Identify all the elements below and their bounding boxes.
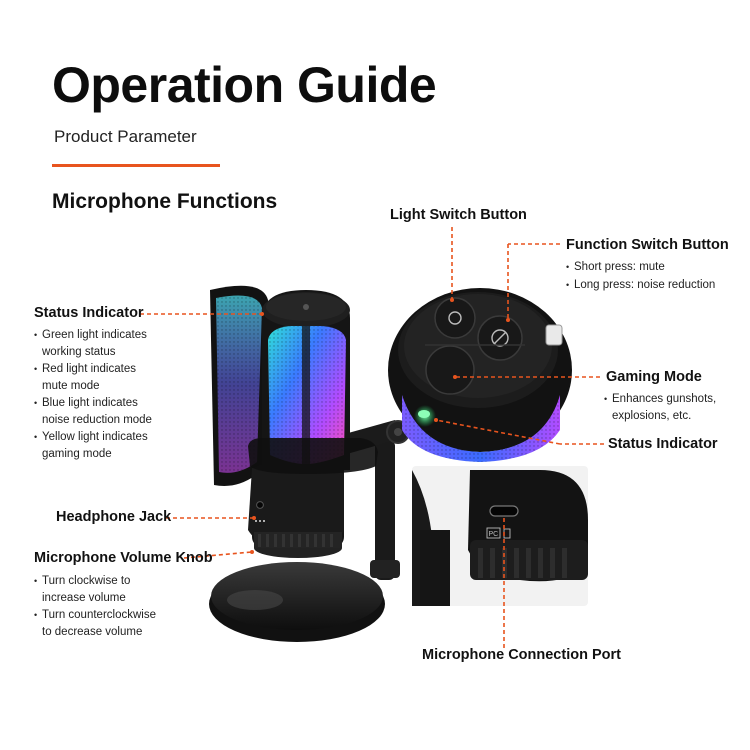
list-item: Long press: noise reduction [566,277,746,294]
leader-lines [140,227,604,648]
usb-c-port-icon [489,505,519,517]
section-title: Microphone Functions [52,190,278,213]
leader-dots [250,298,510,554]
port-closeup: PC [412,466,588,606]
function-switch-bullets: Short press: mute Long press: noise redu… [566,259,746,294]
pc-port-label: PC [489,531,499,538]
page-subtitle: Product Parameter [54,127,197,146]
control-closeup [388,288,572,462]
mic-body [248,290,378,558]
gaming-mode-label: Gaming Mode [606,369,702,385]
headphone-jack-label: Headphone Jack [56,509,172,525]
status-indicator-left-label: Status Indicator [34,305,144,321]
connection-port-label: Microphone Connection Port [422,647,621,663]
volume-knob-label: Microphone Volume Knob [34,550,213,566]
mic-base [209,562,385,642]
list-item: Short press: mute [566,259,746,276]
pop-filter [210,285,268,486]
mic-stand [305,420,410,580]
page-title: Operation Guide [52,57,437,113]
gaming-mode-bullets: Enhances gunshots,explosions, etc. [604,391,744,425]
function-switch-label: Function Switch Button [566,237,729,253]
light-switch-label: Light Switch Button [390,207,527,223]
status-indicator-right-label: Status Indicator [608,436,718,452]
accent-divider [52,164,220,167]
list-item: Enhances gunshots,explosions, etc. [604,391,744,424]
